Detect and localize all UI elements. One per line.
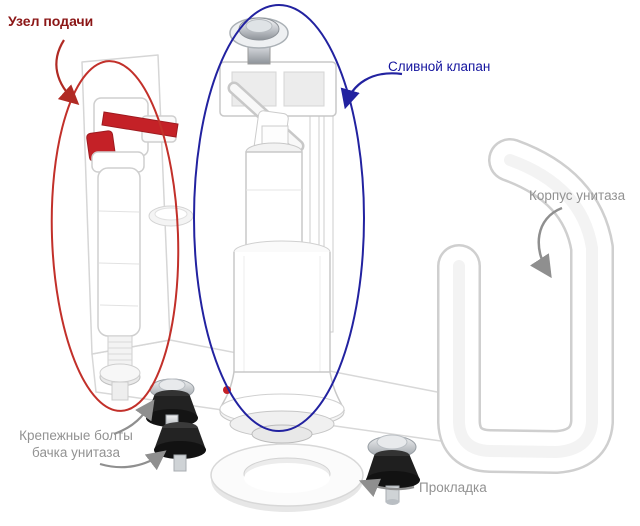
mounting-bolts-arrow-upper (113, 399, 155, 436)
supply-unit-highlight-ellipse (50, 60, 180, 412)
mounting-bolts-label: Крепежные болты бачка унитаза (12, 427, 140, 461)
mounting-bolts-label-line1: Крепежные болты (19, 428, 133, 443)
toilet-body-label: Корпус унитаза (529, 188, 626, 203)
mounting-bolts-arrow-lower (99, 450, 167, 471)
fill-valve-illustration (86, 97, 179, 401)
mounting-bolts-label-line2: бачка унитаза (32, 445, 120, 460)
gasket-arrow (358, 478, 415, 498)
flush-valve-illustration (219, 17, 346, 444)
supply-unit-arrow (55, 39, 80, 105)
gasket-illustration (210, 443, 364, 512)
gasket-label: Прокладка (419, 480, 487, 495)
flush-valve-label: Сливной клапан (388, 59, 491, 74)
mounting-bolt-right (366, 434, 420, 505)
toilet-body-illustration (437, 138, 614, 474)
mounting-bolt-left (146, 378, 206, 472)
toilet-body-arrow (530, 206, 563, 279)
flush-valve-highlight-ellipse (193, 4, 365, 432)
supply-unit-label: Узел подачи (8, 13, 94, 29)
flush-valve-arrow (340, 72, 403, 110)
